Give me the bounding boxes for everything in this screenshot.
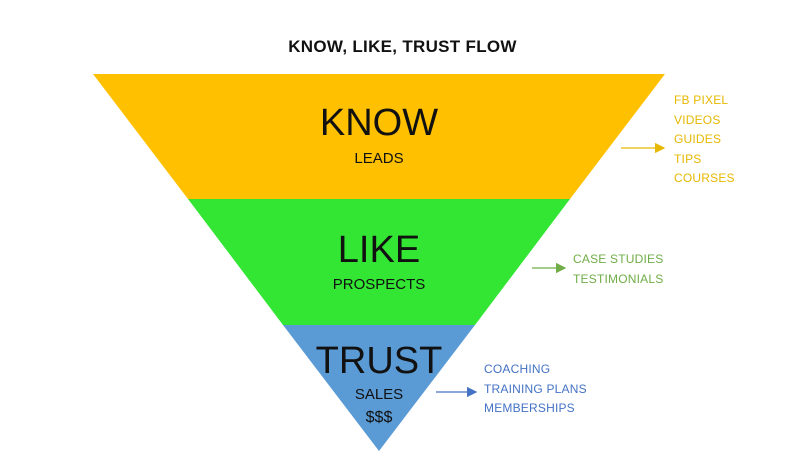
list-item: TESTIMONIALS (573, 271, 664, 286)
like-stage-label: LIKE PROSPECTS (279, 230, 479, 294)
trust-subheading: SALES (354, 386, 404, 403)
know-items-list: FB PIXEL VIDEOS GUIDES TIPS COURSES (674, 91, 735, 189)
trust-items-list: COACHING TRAINING PLANS MEMBERSHIPS (484, 360, 587, 419)
know-heading: KNOW (319, 102, 439, 144)
list-item: TRAINING PLANS (484, 381, 587, 396)
know-stage-label: KNOW LEADS (279, 103, 479, 168)
like-items-list: CASE STUDIES TESTIMONIALS (573, 250, 663, 289)
like-subheading: PROSPECTS (332, 276, 426, 293)
funnel-trust-section (283, 325, 475, 451)
like-heading: LIKE (337, 229, 421, 271)
funnel-like-section (188, 199, 570, 325)
list-item: COURSES (674, 171, 735, 185)
list-item: MEMBERSHIPS (484, 401, 575, 415)
trust-stage-label: TRUST SALES $$$ (279, 341, 479, 427)
list-item: GUIDES (674, 132, 722, 146)
trust-money: $$$ (365, 409, 393, 426)
know-subheading: LEADS (354, 150, 404, 167)
list-item: TIPS (674, 151, 702, 166)
funnel-know-section (93, 74, 665, 199)
list-item: CASE STUDIES (573, 252, 664, 266)
list-item: FB PIXEL (674, 93, 729, 107)
diagram-title: KNOW, LIKE, TRUST FLOW (288, 37, 517, 56)
list-item: VIDEOS (674, 112, 721, 127)
list-item: COACHING (484, 362, 551, 376)
trust-heading: TRUST (315, 340, 443, 382)
